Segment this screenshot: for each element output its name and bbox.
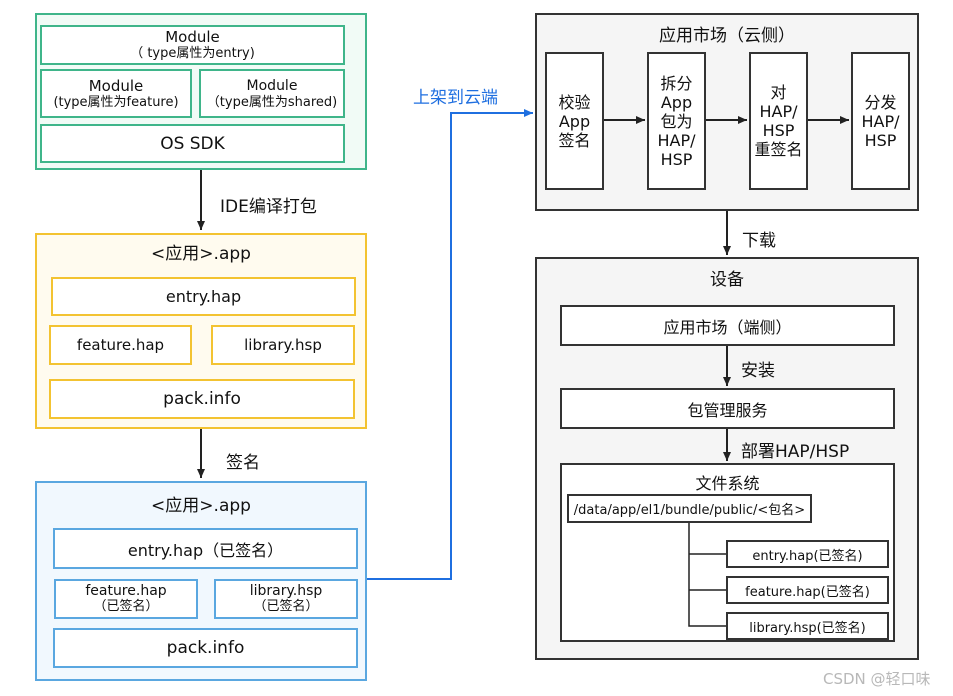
module-feature-title: Module [88, 76, 144, 95]
device-title: 设备 [710, 270, 744, 290]
cloud-step-resign-line: 对 [770, 83, 787, 102]
cloud-step-distribute: 分发 HAP/ HSP [851, 52, 910, 190]
fs-file-feature-label: feature.hap(已签名) [745, 584, 870, 600]
os-sdk-box: OS SDK [40, 124, 345, 163]
signed-library-name: library.hsp [249, 583, 323, 599]
unsigned-app-title: <应用>.app [151, 244, 251, 264]
cloud-step-distribute-line: HAP/ [861, 111, 900, 131]
fs-path-label: /data/app/el1/bundle/public/<包名> [573, 503, 806, 518]
cloud-step-split-line: HAP/ [657, 130, 696, 150]
pkg-service-label: 包管理服务 [687, 400, 768, 420]
fs-file-entry: entry.hap(已签名) [726, 540, 889, 568]
cloud-step-split-line: 包为 [660, 111, 693, 131]
module-feature-type: (type属性为feature) [53, 94, 179, 110]
cloud-market-title: 应用市场（云侧） [659, 26, 795, 46]
cloud-step-resign-line: HAP/ [759, 102, 798, 121]
module-entry-title: Module [165, 27, 220, 46]
cloud-step-verify-line: App [558, 111, 591, 131]
unsigned-pack-label: pack.info [163, 389, 241, 409]
step-deploy-label: 部署HAP/HSP [741, 442, 850, 462]
cloud-step-split-line: HSP [660, 149, 693, 169]
module-entry-type: （ type属性为entry) [130, 45, 255, 61]
step-compile-label: IDE编译打包 [220, 197, 317, 217]
cloud-step-resign-line: HSP [762, 121, 795, 140]
signed-app-title: <应用>.app [151, 496, 251, 516]
unsigned-feature-label: feature.hap [76, 336, 165, 354]
unsigned-library-label: library.hsp [244, 336, 322, 354]
fs-file-library-label: library.hsp(已签名) [749, 620, 866, 636]
fs-file-feature: feature.hap(已签名) [726, 576, 889, 604]
device-market-box: 应用市场（端侧） [560, 305, 895, 346]
signed-pack-label: pack.info [166, 638, 245, 658]
module-entry-box: Module （ type属性为entry) [40, 25, 345, 65]
signed-feature-box: feature.hap （已签名） [54, 579, 198, 619]
signed-library-status: （已签名） [253, 599, 319, 614]
watermark: CSDN @轻口味 [823, 670, 931, 688]
module-feature-box: Module (type属性为feature) [40, 69, 192, 118]
signed-feature-status: （已签名） [93, 599, 159, 614]
fs-file-library: library.hsp(已签名) [726, 612, 889, 640]
arrow-upload [367, 109, 533, 580]
signed-library-box: library.hsp （已签名） [214, 579, 358, 619]
unsigned-pack-box: pack.info [49, 379, 355, 419]
step-upload-label: 上架到云端 [413, 88, 498, 108]
signed-feature-name: feature.hap [85, 583, 167, 599]
unsigned-entry-box: entry.hap [51, 277, 356, 316]
module-shared-title: Module [246, 77, 298, 94]
unsigned-library-box: library.hsp [211, 325, 355, 365]
pkg-service-box: 包管理服务 [560, 388, 895, 429]
module-shared-type: （type属性为shared) [206, 94, 338, 110]
cloud-step-verify-line: 签名 [558, 130, 591, 150]
signed-entry-label: entry.hap（已签名） [127, 540, 284, 560]
cloud-step-resign-line: 重签名 [754, 140, 803, 159]
fs-path-box: /data/app/el1/bundle/public/<包名> [567, 494, 812, 523]
step-sign-label: 签名 [226, 453, 260, 473]
step-download-label: 下载 [742, 231, 776, 251]
cloud-step-distribute-line: HSP [864, 130, 897, 150]
cloud-step-split: 拆分 App 包为 HAP/ HSP [647, 52, 706, 190]
fs-file-entry-label: entry.hap(已签名) [752, 548, 863, 564]
cloud-step-verify: 校验 App 签名 [545, 52, 604, 190]
cloud-step-split-line: App [660, 92, 693, 112]
unsigned-feature-box: feature.hap [49, 325, 192, 365]
step-install-label: 安装 [741, 361, 775, 381]
device-market-label: 应用市场（端侧） [663, 317, 792, 337]
module-shared-box: Module （type属性为shared) [199, 69, 345, 118]
cloud-step-distribute-line: 分发 [864, 92, 897, 112]
os-sdk-label: OS SDK [160, 133, 225, 154]
cloud-step-split-line: 拆分 [660, 73, 693, 93]
cloud-step-verify-line: 校验 [558, 92, 591, 112]
cloud-step-resign: 对 HAP/ HSP 重签名 [749, 52, 808, 190]
unsigned-entry-label: entry.hap [165, 287, 242, 306]
signed-entry-box: entry.hap（已签名） [53, 528, 358, 569]
signed-pack-box: pack.info [53, 628, 358, 668]
filesystem-title: 文件系统 [695, 474, 760, 493]
